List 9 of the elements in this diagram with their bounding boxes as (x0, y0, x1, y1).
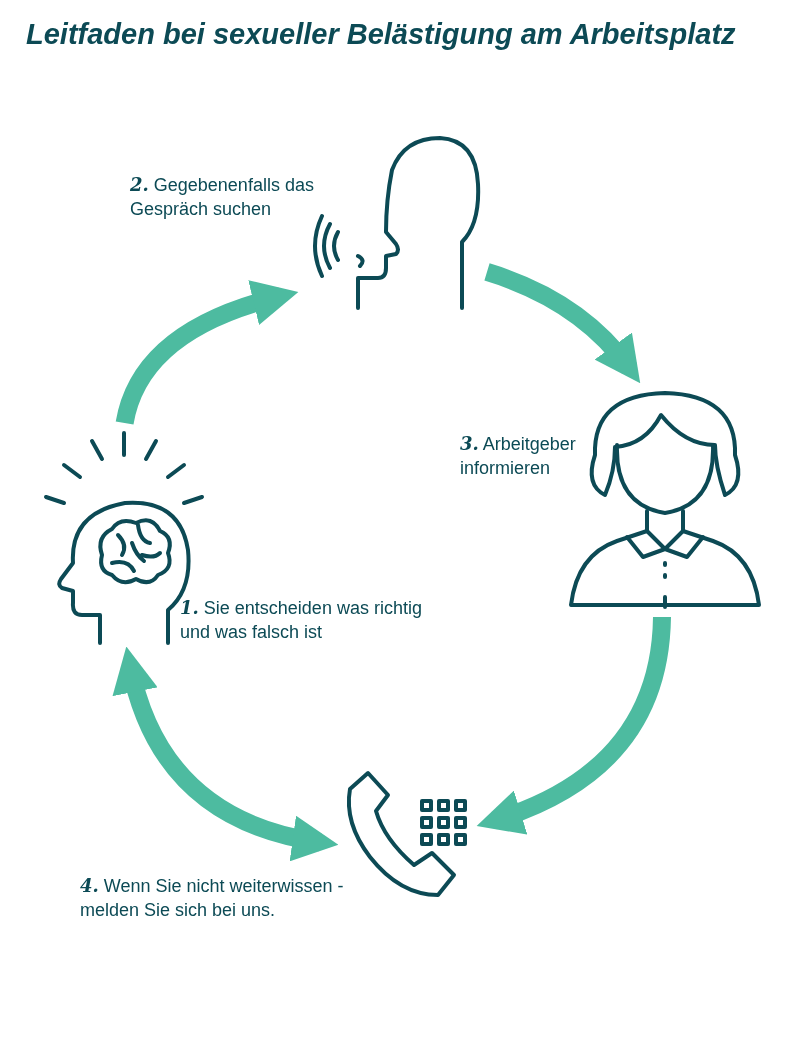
arrow (484, 263, 641, 383)
title: Leitfaden bei sexueller Belästigung am Arbeitsplatz (26, 18, 736, 51)
step-text: 2. Gegebenenfalls das Gespräch suchen (130, 173, 315, 221)
arrow (115, 281, 299, 425)
arrow (476, 616, 671, 834)
step-text: 1. Sie entscheiden was richtig und was falsch ist (180, 596, 423, 644)
step-text: 4. Wenn Sie nicht weiterwissen - melden Sie sich bei uns. (80, 874, 345, 922)
step-text: 3. Arbeitgeber informieren (460, 432, 577, 480)
arrow (113, 646, 339, 861)
